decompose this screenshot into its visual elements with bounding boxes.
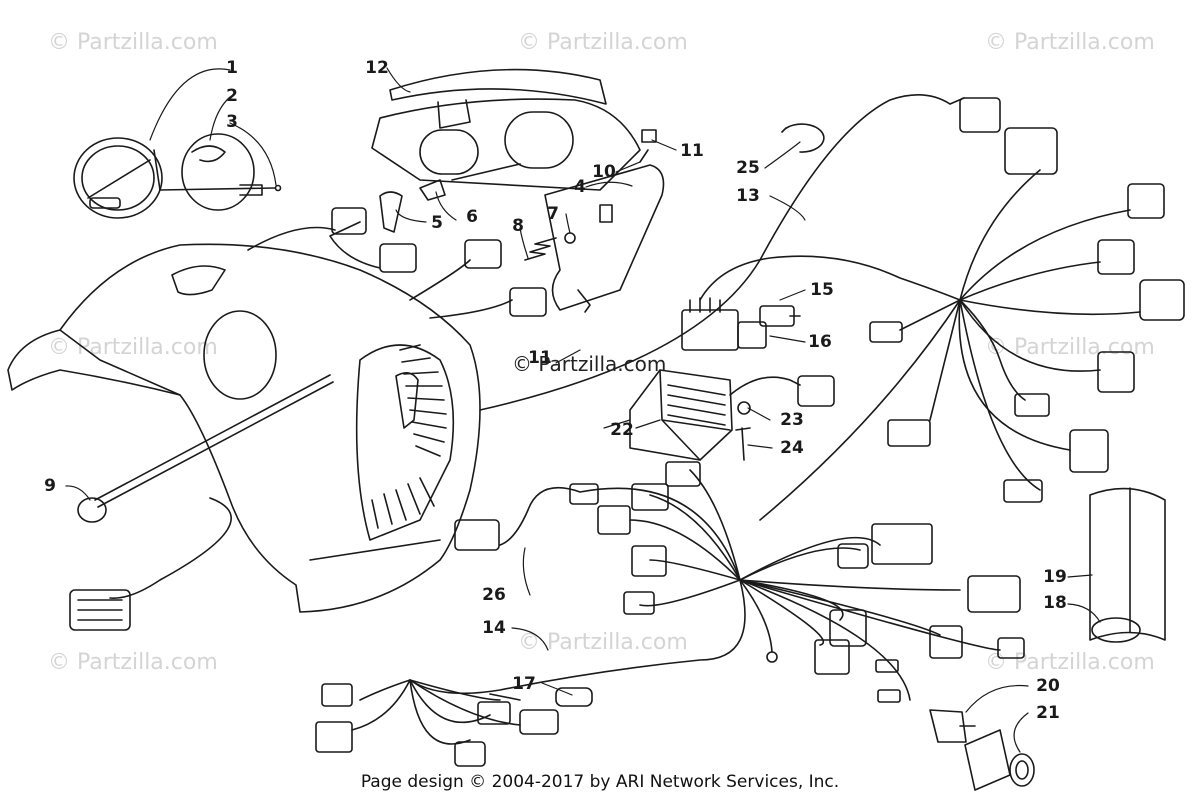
callout-25: 25: [736, 158, 760, 178]
callout-3: 3: [226, 112, 238, 132]
watermark: © Partzilla.com: [48, 30, 218, 55]
watermark: © Partzilla.com: [985, 335, 1155, 360]
callout-24: 24: [780, 438, 804, 458]
watermark: © Partzilla.com: [48, 650, 218, 675]
watermark: © Partzilla.com: [985, 650, 1155, 675]
part-4-cover: [371, 98, 665, 313]
callout-1: 1: [226, 58, 238, 78]
callout-6: 6: [466, 207, 478, 227]
callout-10: 10: [592, 162, 616, 182]
part-2-housing: [159, 133, 276, 211]
part-22-regulator: [629, 369, 733, 461]
callout-13: 13: [736, 186, 760, 206]
callout-17: 17: [512, 674, 536, 694]
callout-18: 18: [1043, 593, 1067, 613]
page-credit: Page design © 2004-2017 by ARI Network S…: [360, 772, 840, 792]
part-1-headlight: [73, 137, 163, 219]
callout-15: 15: [810, 280, 834, 300]
part-13-harness: [479, 94, 1185, 521]
callout-23: 23: [780, 410, 804, 430]
callout-22: 22: [610, 420, 634, 440]
callout-8: 8: [512, 216, 524, 236]
callout-5: 5: [431, 213, 443, 233]
callout-26: 26: [482, 585, 506, 605]
watermark: © Partzilla.com: [518, 30, 688, 55]
callout-11a: 11: [680, 141, 704, 161]
callout-14: 14: [482, 618, 506, 638]
callout-9: 9: [44, 476, 56, 496]
callout-12: 12: [365, 58, 389, 78]
callout-16: 16: [808, 332, 832, 352]
callout-2: 2: [226, 86, 238, 106]
callout-7: 7: [547, 204, 559, 224]
hood-body: [7, 243, 481, 613]
callout-4: 4: [574, 177, 586, 197]
part-14-harness: [315, 461, 1025, 767]
callout-19: 19: [1043, 567, 1067, 587]
watermark: © Partzilla.com: [48, 335, 218, 360]
center-watermark: © Partzilla.com: [512, 352, 667, 376]
callout-20: 20: [1036, 676, 1060, 696]
callout-21: 21: [1036, 703, 1060, 723]
watermark: © Partzilla.com: [518, 630, 688, 655]
callout-11b: 11: [528, 348, 552, 368]
watermark: © Partzilla.com: [985, 30, 1155, 55]
